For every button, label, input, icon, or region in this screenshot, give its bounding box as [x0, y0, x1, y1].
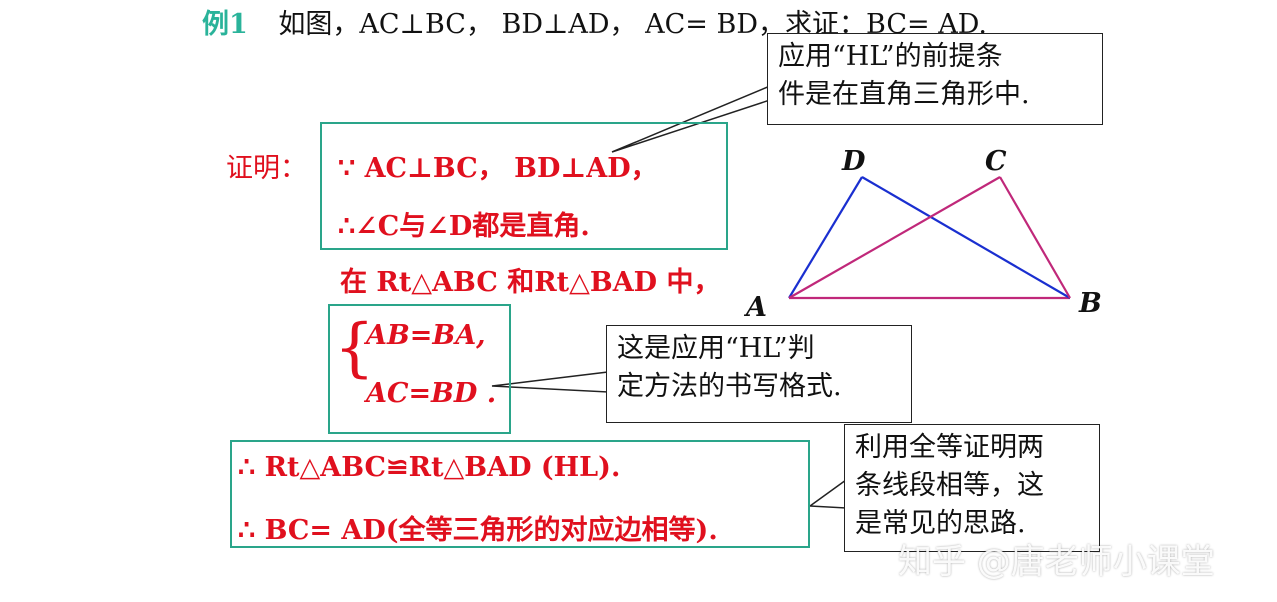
callout-hl-premise: 应用“HL”的前提条 件是在直角三角形中.: [767, 33, 1103, 125]
callout-idea: 利用全等证明两 条线段相等，这 是常见的思路.: [844, 424, 1100, 552]
vertex-label-c: C: [985, 146, 1007, 177]
proof-system-box: [328, 304, 511, 434]
proof-line-2: ∴∠C与∠D都是直角.: [338, 211, 590, 242]
conclusion-line-2: ∴ BC= AD(全等三角形的对应边相等).: [238, 515, 718, 546]
callout-hl-format-line1: 这是应用“HL”判: [617, 333, 815, 364]
system-brace: {: [334, 311, 375, 385]
segment-cb: [999, 176, 1071, 299]
proof-line-3: 在 Rt△ABC 和Rt△BAD 中，: [340, 267, 721, 298]
vertex-label-b: B: [1079, 288, 1102, 319]
watermark: 知乎 @唐老师小课堂: [898, 542, 1215, 582]
conclusion-line-1: ∴ Rt△ABC≌Rt△BAD (HL).: [238, 452, 621, 483]
callout-hl-format-line2: 定方法的书写格式.: [617, 371, 842, 402]
vertex-label-a: A: [746, 292, 767, 323]
example-label: 例1: [202, 9, 248, 40]
segment-ad: [788, 176, 863, 299]
proof-line-1: ∵ AC⊥BC， BD⊥AD，: [338, 153, 658, 184]
proof-label: 证明：: [226, 153, 307, 184]
proof-premise-box: [320, 122, 728, 250]
segment-ac: [788, 176, 1001, 299]
callout-hl-format: 这是应用“HL”判 定方法的书写格式.: [606, 325, 912, 423]
callout-idea-line3: 是常见的思路.: [855, 508, 1026, 539]
callout-idea-line1: 利用全等证明两: [855, 432, 1044, 463]
system-line-2: AC=BD .: [366, 378, 497, 409]
callout-hl-premise-line1: 应用“HL”的前提条: [778, 41, 1003, 72]
proof-conclusion-box: [230, 440, 810, 548]
system-line-1: AB=BA,: [366, 320, 486, 351]
callout-idea-line2: 条线段相等，这: [855, 470, 1044, 501]
callout-hl-premise-line2: 件是在直角三角形中.: [778, 79, 1030, 110]
segment-db: [861, 176, 1071, 299]
vertex-label-d: D: [842, 146, 866, 177]
